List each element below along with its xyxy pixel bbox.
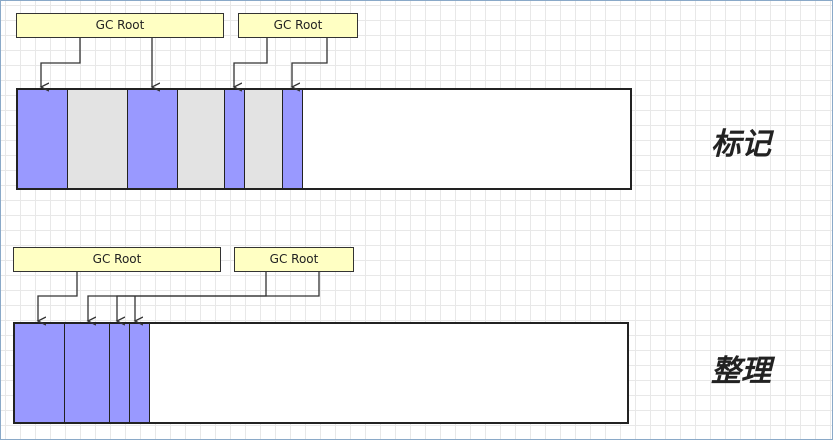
mark-arrow-4 bbox=[292, 38, 328, 87]
compact-heap-bar bbox=[13, 322, 629, 424]
compact-cell-live-4 bbox=[130, 324, 150, 422]
compact-gc-root-2: GC Root bbox=[234, 247, 354, 272]
mark-phase-title: 标记 bbox=[711, 127, 771, 162]
compact-arrow-3 bbox=[117, 272, 267, 321]
mark-cell-dead-2 bbox=[178, 90, 225, 188]
mark-cell-live-3 bbox=[225, 90, 245, 188]
mark-cell-dead-3 bbox=[245, 90, 283, 188]
mark-arrow-3 bbox=[234, 38, 268, 87]
compact-cell-live-2 bbox=[65, 324, 110, 422]
mark-gc-root-2: GC Root bbox=[238, 13, 358, 38]
compact-gc-root-1: GC Root bbox=[13, 247, 221, 272]
mark-cell-live-1 bbox=[18, 90, 68, 188]
mark-cell-live-2 bbox=[128, 90, 178, 188]
compact-arrow-1 bbox=[38, 272, 78, 321]
mark-cell-dead-1 bbox=[68, 90, 128, 188]
compact-phase-title: 整理 bbox=[711, 354, 771, 389]
mark-arrow-1 bbox=[41, 38, 81, 87]
mark-cell-live-4 bbox=[283, 90, 303, 188]
compact-cell-live-3 bbox=[110, 324, 130, 422]
mark-gc-root-1: GC Root bbox=[16, 13, 224, 38]
mark-heap-bar bbox=[16, 88, 632, 190]
compact-cell-live-1 bbox=[15, 324, 65, 422]
